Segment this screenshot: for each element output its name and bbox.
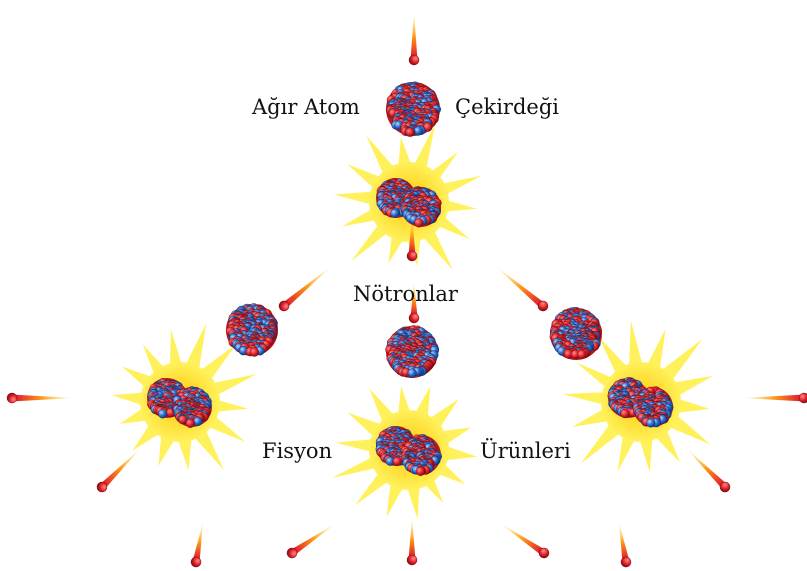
neutron-left-bottom xyxy=(190,522,208,568)
neutron-center-left-down xyxy=(285,520,338,560)
neutron-incoming-top xyxy=(409,12,419,65)
neutron-left-out xyxy=(7,393,74,403)
neutrons-label: Nötronlar xyxy=(353,284,458,305)
neutron-left-down xyxy=(95,445,144,494)
neutron-to-right xyxy=(492,262,550,313)
neutron-center-right-down xyxy=(498,520,551,560)
fission-products-label-right: Ürünleri xyxy=(480,441,571,462)
neutron-to-left xyxy=(277,262,335,313)
heavy-nucleus-label-left: Ağır Atom xyxy=(252,97,360,118)
neutron-right-down xyxy=(683,445,732,494)
heavy-nucleus-right xyxy=(550,307,602,360)
neutron-center-down xyxy=(407,518,417,565)
fission-products-label-left: Fisyon xyxy=(262,441,332,462)
heavy-nucleus-center xyxy=(386,325,439,378)
heavy-nucleus-label-right: Çekirdeği xyxy=(455,97,559,118)
heavy-nucleus-top xyxy=(386,82,441,137)
neutron-right-out xyxy=(742,393,807,403)
heavy-nucleus-left xyxy=(226,303,278,356)
neutron-right-bottom xyxy=(614,522,632,568)
